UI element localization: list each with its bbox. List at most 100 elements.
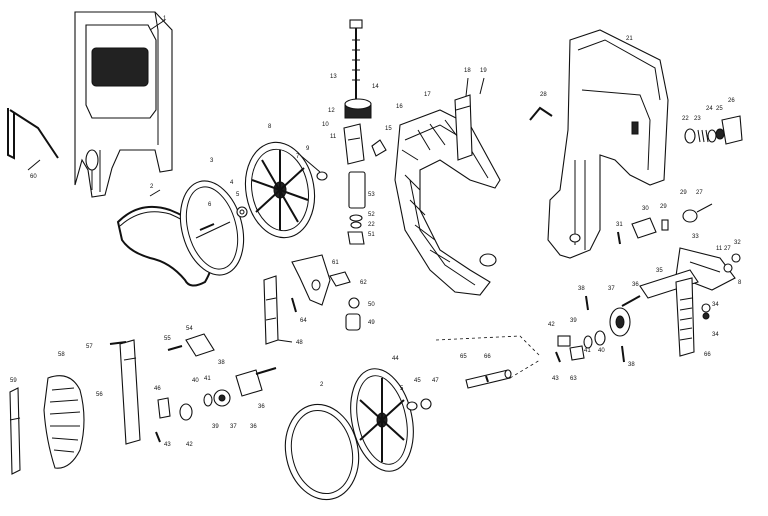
label-29b: 29 bbox=[680, 190, 687, 196]
part-30-switch bbox=[631, 217, 657, 239]
part-22-nut bbox=[350, 221, 362, 229]
part-18-guide-post bbox=[454, 94, 473, 161]
part-45-bearing bbox=[213, 389, 231, 407]
part-17-frame-arm bbox=[394, 109, 501, 296]
part-9-pin bbox=[299, 154, 328, 181]
part-53-spring bbox=[348, 171, 366, 209]
part-22-knob bbox=[684, 128, 696, 144]
label-34: 34 bbox=[712, 302, 719, 308]
label-21: 21 bbox=[626, 36, 633, 42]
part-2b-lower-tire bbox=[284, 403, 360, 501]
label-40: 40 bbox=[598, 348, 605, 354]
label-46: 46 bbox=[154, 386, 161, 392]
part-8-upper-wheel bbox=[244, 141, 316, 239]
part-46-block-b bbox=[157, 397, 171, 419]
label-45: 45 bbox=[414, 378, 421, 384]
label-41b: 41 bbox=[204, 376, 211, 382]
label-59: 59 bbox=[10, 378, 17, 384]
part-27-strain-relief bbox=[682, 203, 713, 223]
label-11b: 11 bbox=[716, 246, 723, 252]
part-51-bracket bbox=[347, 231, 365, 245]
label-32: 32 bbox=[734, 240, 741, 246]
label-62: 62 bbox=[360, 280, 367, 286]
label-41: 41 bbox=[584, 348, 591, 354]
label-8b: 8 bbox=[738, 280, 742, 286]
label-5c: 5 bbox=[400, 386, 404, 392]
label-27: 27 bbox=[696, 190, 703, 196]
part-34-knob bbox=[701, 303, 711, 320]
leader-48 bbox=[277, 339, 293, 343]
label-14: 14 bbox=[372, 84, 379, 90]
label-37c: 37 bbox=[230, 424, 237, 430]
part-65-shaft bbox=[465, 369, 512, 389]
label-22: 22 bbox=[368, 222, 375, 228]
label-10: 10 bbox=[322, 122, 329, 128]
label-7: 7 bbox=[296, 154, 300, 160]
part-23-spring bbox=[697, 129, 709, 143]
label-1: 1 bbox=[163, 16, 167, 22]
part-28-clip bbox=[529, 106, 553, 121]
label-61: 61 bbox=[332, 260, 339, 266]
label-56: 56 bbox=[96, 392, 103, 398]
part-15-clip bbox=[371, 139, 387, 157]
label-48: 48 bbox=[296, 340, 303, 346]
label-43: 43 bbox=[552, 376, 559, 382]
label-38c: 38 bbox=[218, 360, 225, 366]
label-27b: 27 bbox=[724, 246, 731, 252]
label-57: 57 bbox=[86, 344, 93, 350]
label-11: 11 bbox=[330, 134, 337, 140]
label-15: 15 bbox=[385, 126, 392, 132]
part-13-tension-rod bbox=[349, 19, 363, 100]
part-bushing bbox=[479, 253, 497, 267]
part-52-washer bbox=[349, 214, 363, 222]
label-51: 51 bbox=[368, 232, 375, 238]
label-66: 66 bbox=[704, 352, 711, 358]
part-48-post bbox=[263, 275, 279, 345]
label-17: 17 bbox=[424, 92, 431, 98]
label-34b: 34 bbox=[712, 332, 719, 338]
label-12: 12 bbox=[328, 108, 335, 114]
part-41-nut bbox=[583, 335, 593, 349]
part-25-nut bbox=[715, 128, 725, 140]
label-28: 28 bbox=[540, 92, 547, 98]
label-13: 13 bbox=[330, 74, 337, 80]
label-60: 60 bbox=[30, 174, 37, 180]
part-37-bearing-block bbox=[609, 307, 631, 337]
label-3: 3 bbox=[210, 158, 214, 164]
label-54: 54 bbox=[186, 326, 193, 332]
part-38-bolt bbox=[585, 295, 589, 311]
part-31-screw bbox=[617, 231, 621, 245]
part-61-guide-bracket bbox=[291, 254, 331, 306]
label-44: 44 bbox=[392, 356, 399, 362]
label-42: 42 bbox=[548, 322, 555, 328]
part-26-switch-plate bbox=[721, 115, 743, 145]
part-42-guide-block-b bbox=[179, 403, 193, 421]
label-58: 58 bbox=[58, 352, 65, 358]
part-63-clip bbox=[569, 345, 585, 361]
part-1-upper-cover bbox=[74, 11, 173, 198]
label-8: 8 bbox=[268, 124, 272, 130]
part-40-washer bbox=[594, 330, 606, 346]
label-16: 16 bbox=[396, 104, 403, 110]
part-56-lower-guide-arm bbox=[119, 339, 141, 445]
label-36b: 36 bbox=[258, 404, 265, 410]
part-43-screw-b bbox=[155, 431, 161, 443]
part-29-cord-clamp bbox=[661, 219, 669, 231]
part-54-block bbox=[185, 333, 215, 357]
label-24: 24 bbox=[706, 106, 713, 112]
label-40b: 40 bbox=[192, 378, 199, 384]
alignment-line bbox=[435, 335, 541, 357]
part-35-guide-bar bbox=[639, 269, 699, 357]
label-55: 55 bbox=[164, 336, 171, 342]
part-27b-washer bbox=[723, 263, 733, 273]
label-5: 5 bbox=[236, 192, 240, 198]
leader-18-19 bbox=[465, 77, 485, 97]
label-64: 64 bbox=[300, 318, 307, 324]
part-45-washers bbox=[406, 398, 432, 411]
label-53: 53 bbox=[368, 192, 375, 198]
label-9: 9 bbox=[306, 146, 310, 152]
part-64-screw bbox=[291, 297, 297, 313]
label-31: 31 bbox=[616, 222, 623, 228]
label-42b: 42 bbox=[186, 442, 193, 448]
part-32-nut bbox=[731, 253, 741, 263]
